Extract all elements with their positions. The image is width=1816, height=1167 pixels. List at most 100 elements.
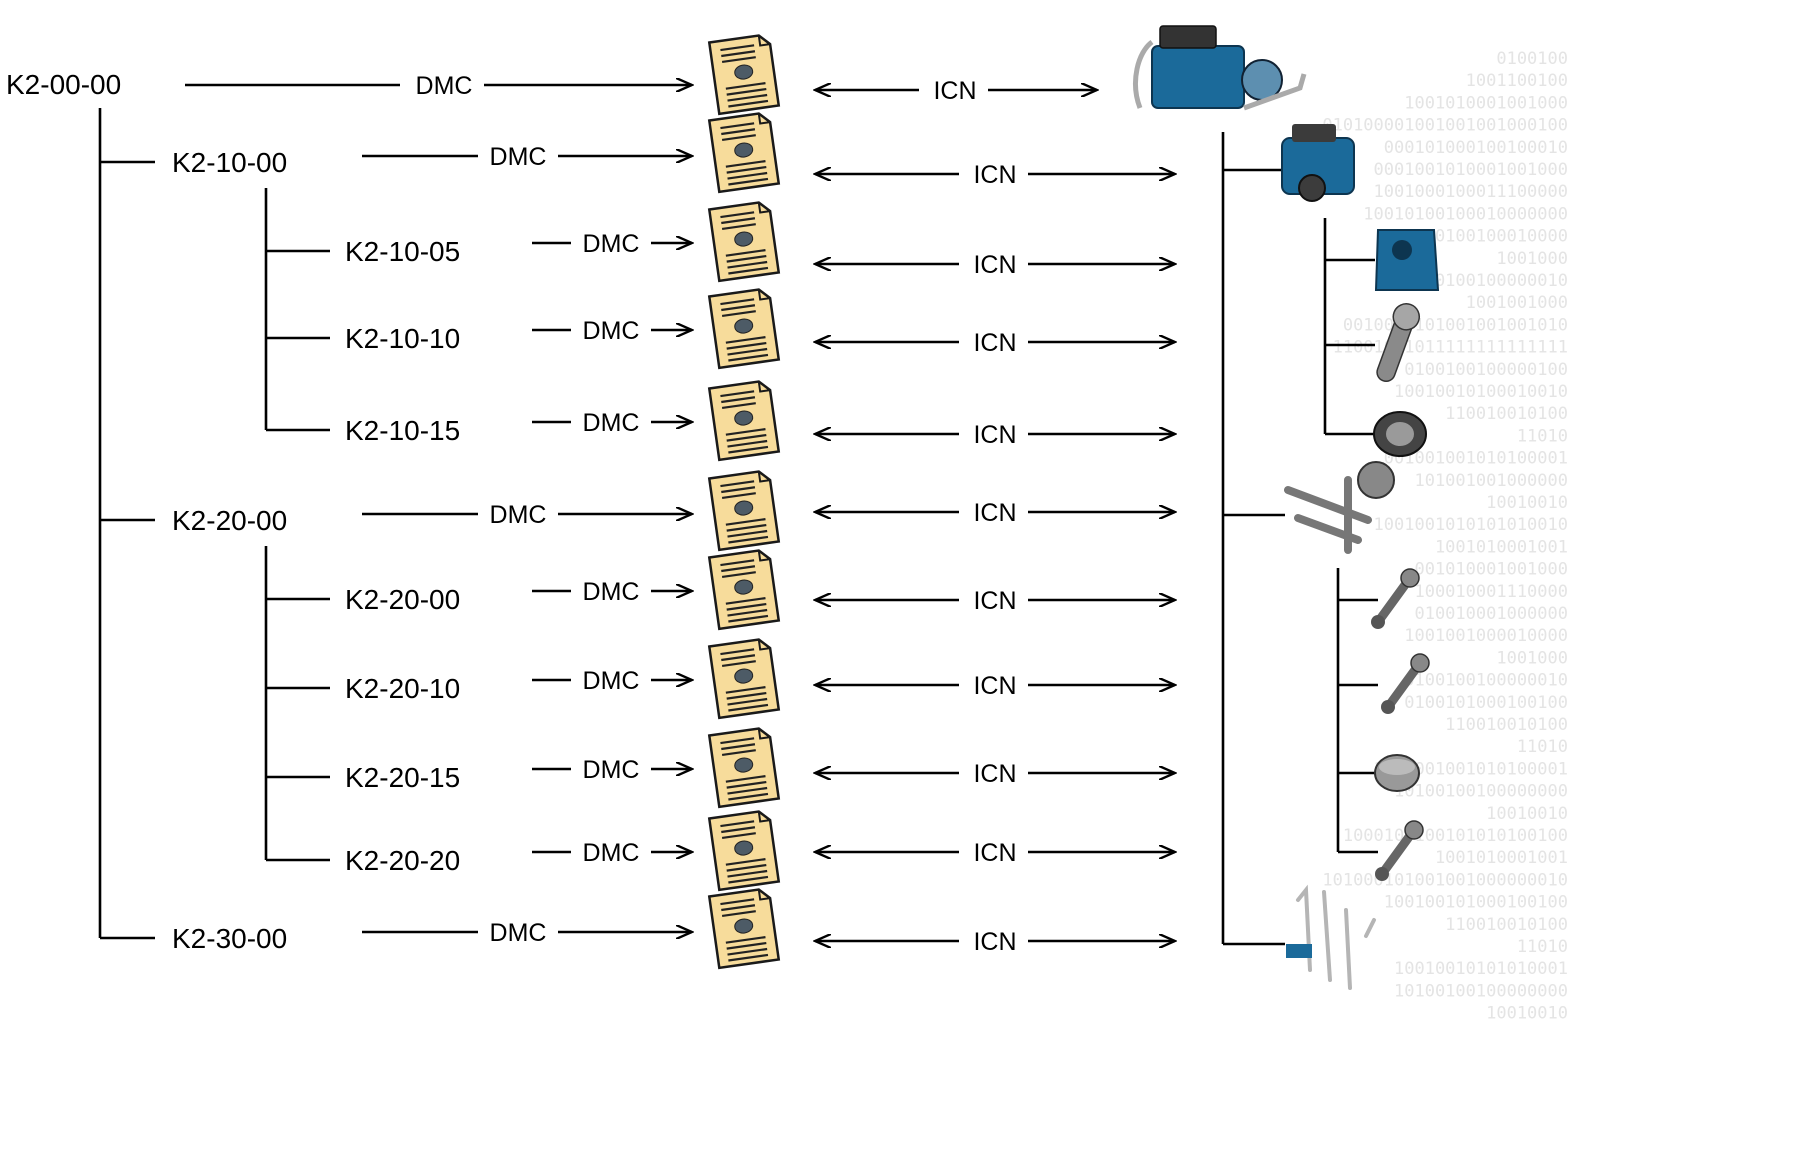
binary-text: 110010010100 bbox=[1445, 404, 1568, 424]
binary-text: 10010010100010010 bbox=[1394, 382, 1568, 402]
dmc-label: DMC bbox=[583, 667, 640, 695]
pulley-image bbox=[1373, 411, 1427, 457]
part-thumbnail bbox=[734, 579, 754, 595]
binary-text: 1001010001001 bbox=[1435, 537, 1568, 557]
binary-text: 1001010001001000 bbox=[1404, 93, 1568, 113]
breakdown-tree bbox=[98, 108, 330, 940]
part-thumbnail bbox=[734, 142, 754, 158]
binary-text: 100010001110000 bbox=[1414, 582, 1568, 602]
module-row: K2-20-00 DMC ICN bbox=[172, 470, 1175, 552]
piston-pin-image bbox=[1375, 820, 1424, 881]
binary-text: 1001001010101010010 bbox=[1374, 515, 1568, 535]
binary-text: 101000101001001000000010 bbox=[1322, 870, 1568, 890]
dmc-label: DMC bbox=[583, 756, 640, 784]
binary-text: 000101000100100010 bbox=[1384, 138, 1568, 158]
engine-block-image bbox=[1281, 124, 1355, 202]
binary-text: 1001001000 bbox=[1466, 293, 1568, 313]
document-icon bbox=[707, 727, 781, 809]
binary-text: 110010010100 bbox=[1445, 915, 1568, 935]
binary-text: 1001001000010000 bbox=[1404, 626, 1568, 646]
module-code: K2-10-15 bbox=[345, 415, 460, 446]
dmc-label: DMC bbox=[583, 230, 640, 258]
binary-text: 0100100010000 bbox=[1435, 227, 1568, 247]
icn-label: ICN bbox=[973, 421, 1016, 449]
binary-text: 010100001001001001000100 bbox=[1322, 116, 1568, 136]
dmc-label: DMC bbox=[490, 501, 547, 529]
binary-text: 1001000100011100000 bbox=[1374, 182, 1568, 202]
part-thumbnail bbox=[734, 500, 754, 516]
part-thumbnail bbox=[734, 668, 754, 684]
dmc-label: DMC bbox=[583, 409, 640, 437]
dmc-label: DMC bbox=[583, 578, 640, 606]
binary-text: 10010100100010000000 bbox=[1363, 204, 1568, 224]
binary-text: 11010 bbox=[1517, 737, 1568, 757]
binary-text: 0010010101001001001010 bbox=[1343, 315, 1568, 335]
binary-text: 1001000 bbox=[1496, 249, 1568, 269]
part-thumbnail bbox=[734, 231, 754, 247]
icn-label: ICN bbox=[973, 499, 1016, 527]
module-row: K2-10-10 DMC ICN bbox=[345, 288, 1175, 370]
module-code: K2-10-05 bbox=[345, 236, 460, 267]
binary-text: 11010 bbox=[1517, 937, 1568, 957]
icn-label: ICN bbox=[973, 251, 1016, 279]
binary-text: 10100100100000000 bbox=[1394, 782, 1568, 802]
binary-text: 010010001000000 bbox=[1414, 604, 1568, 624]
binary-text: 10010010 bbox=[1486, 493, 1568, 513]
module-row: K2-10-15 DMC ICN bbox=[345, 380, 1175, 462]
binary-text: 10010010 bbox=[1486, 1004, 1568, 1024]
icn-label: ICN bbox=[973, 672, 1016, 700]
binary-text: 10010010 bbox=[1486, 804, 1568, 824]
binary-text: 11010 bbox=[1517, 426, 1568, 446]
module-code: K2-20-10 bbox=[345, 673, 460, 704]
binary-text: 110010010100 bbox=[1445, 715, 1568, 735]
document-icon bbox=[707, 549, 781, 631]
module-code: K2-30-00 bbox=[172, 923, 287, 954]
document-icon bbox=[707, 34, 781, 116]
document-icon bbox=[707, 112, 781, 194]
document-icon bbox=[707, 288, 781, 370]
module-row: K2-30-00 DMC ICN bbox=[172, 888, 1175, 970]
icn-label: ICN bbox=[973, 161, 1016, 189]
binary-text: 10010010101010001 bbox=[1394, 959, 1568, 979]
module-code: K2-20-00 bbox=[172, 505, 287, 536]
part-thumbnail bbox=[734, 64, 754, 80]
binary-text: 1001001001010100001 bbox=[1374, 759, 1568, 779]
module-row: K2-10-05 DMC ICN bbox=[345, 201, 1175, 283]
module-code: K2-00-00 bbox=[6, 69, 121, 100]
part-thumbnail bbox=[734, 410, 754, 426]
module-row: K2-20-15 DMC ICN bbox=[345, 727, 1175, 809]
binary-text: 100100101000100100 bbox=[1384, 893, 1568, 913]
icn-label: ICN bbox=[973, 928, 1016, 956]
dmc-label: DMC bbox=[583, 317, 640, 345]
module-code: K2-20-15 bbox=[345, 762, 460, 793]
crankshaft-image bbox=[1371, 568, 1420, 629]
module-code: K2-10-00 bbox=[172, 147, 287, 178]
cylinder-housing-image bbox=[1374, 229, 1440, 291]
binary-text: 0100100 bbox=[1496, 49, 1568, 69]
component-image-tree bbox=[1133, 25, 1440, 990]
document-icon bbox=[707, 380, 781, 462]
module-row: K2-20-10 DMC ICN bbox=[345, 638, 1175, 720]
module-row: K2-20-20 DMC ICN bbox=[345, 810, 1175, 892]
part-thumbnail bbox=[734, 918, 754, 934]
binary-text: 0100100100000010 bbox=[1404, 671, 1568, 691]
binary-text: 0001001010001001000 bbox=[1374, 160, 1568, 180]
icn-label: ICN bbox=[973, 587, 1016, 615]
icn-label: ICN bbox=[973, 329, 1016, 357]
part-thumbnail bbox=[734, 840, 754, 856]
engine-assembly-image bbox=[1133, 25, 1307, 111]
module-code: K2-20-20 bbox=[345, 845, 460, 876]
icn-label: ICN bbox=[973, 839, 1016, 867]
icn-label: ICN bbox=[973, 760, 1016, 788]
module-code: K2-20-00 bbox=[345, 584, 460, 615]
binary-text: 0100101000100100 bbox=[1404, 693, 1568, 713]
fuel-line-assembly-image bbox=[1286, 884, 1376, 990]
dmc-label: DMC bbox=[490, 919, 547, 947]
crankshaft-group-image bbox=[1284, 461, 1395, 554]
part-thumbnail bbox=[734, 318, 754, 334]
con-rod-image bbox=[1381, 653, 1430, 714]
binary-text: 11001001011111111111111 bbox=[1333, 338, 1568, 358]
document-icon bbox=[707, 638, 781, 720]
dmc-label: DMC bbox=[583, 839, 640, 867]
module-code: K2-10-10 bbox=[345, 323, 460, 354]
